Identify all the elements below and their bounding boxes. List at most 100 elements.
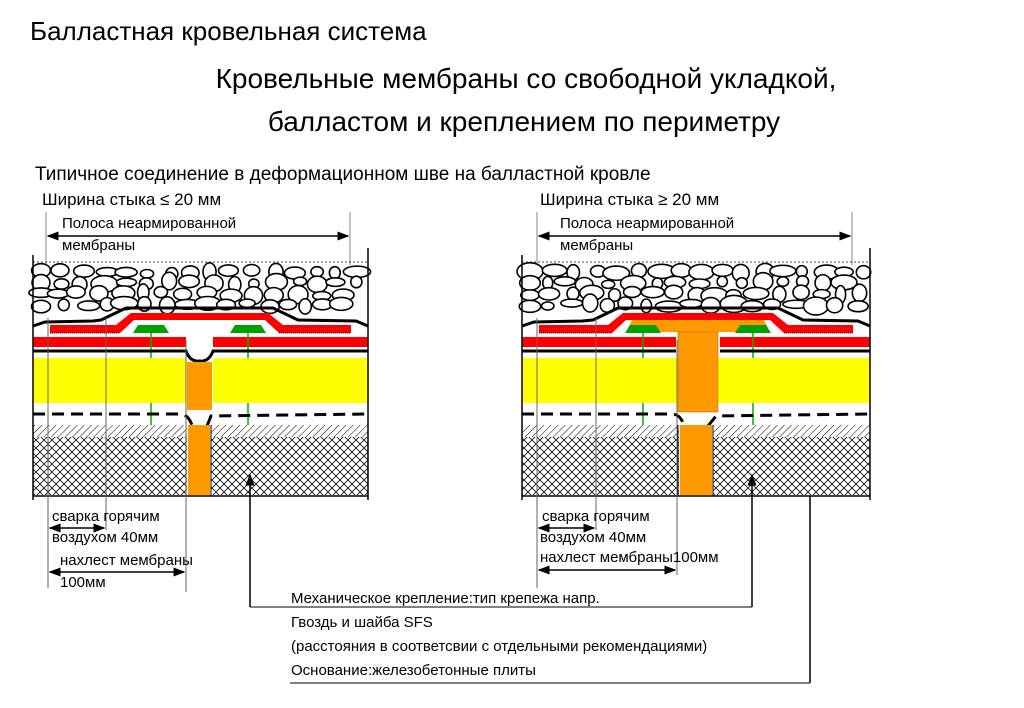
joint-filler-top xyxy=(626,320,770,340)
gravel-stone xyxy=(540,301,555,311)
subtitle-line-2: балластом и креплением по периметру xyxy=(268,106,780,137)
gravel-stone xyxy=(139,268,155,279)
insulation-right xyxy=(213,358,368,403)
gravel-stone xyxy=(769,264,797,278)
right-weld-label-1: сварка горячим xyxy=(542,508,650,525)
gravel-stone xyxy=(581,293,599,313)
joint-filler-upper xyxy=(187,362,212,410)
vapour-barrier xyxy=(33,412,194,426)
right-overlap-label: нахлест мембраны100мм xyxy=(540,549,719,566)
gravel-stone xyxy=(670,262,693,279)
gravel-stone xyxy=(851,283,868,303)
diagram-caption: Типичное соединение в деформационном шве… xyxy=(35,164,651,185)
left-heading: Ширина стыка ≤ 20 мм xyxy=(42,190,221,209)
right-strip-label-2: мембраны xyxy=(560,237,633,254)
fastener-plate xyxy=(625,325,661,333)
fastening-leaders xyxy=(245,473,811,684)
roof-membrane-right xyxy=(720,337,870,347)
gravel-stone xyxy=(566,286,580,301)
protective-layer xyxy=(521,306,871,328)
fastening-note-3: (расстояния в соответсвии с отдельными р… xyxy=(291,638,707,655)
gravel-stone xyxy=(518,299,542,314)
gravel-stone xyxy=(328,265,342,280)
joint-filler-lower xyxy=(188,425,210,495)
gravel-stone xyxy=(53,277,70,290)
gravel-stone xyxy=(325,277,346,288)
subtitle-line-1: Кровельные мембраны со свободной укладко… xyxy=(216,63,837,94)
gravel-stone xyxy=(292,276,308,287)
roof-membrane-left xyxy=(33,337,186,347)
gravel-stone xyxy=(172,287,193,301)
gravel-stone xyxy=(553,276,577,287)
insulation-right xyxy=(718,358,870,403)
gravel-stone xyxy=(160,271,178,291)
vapour-barrier xyxy=(205,412,369,427)
gravel-stone xyxy=(776,276,790,288)
gravel-stone xyxy=(30,299,52,314)
gravel-stone xyxy=(711,263,734,278)
gravel-stone xyxy=(792,284,810,301)
right-strip-label-1: Полоса неармированной xyxy=(560,215,734,232)
left-weld-label-2: воздухом 40мм xyxy=(52,529,158,546)
concrete-slab-left xyxy=(33,437,187,495)
gravel-stone xyxy=(602,265,631,282)
gravel-stone xyxy=(115,277,138,288)
separation-layer xyxy=(33,349,368,363)
left-strip-dimension xyxy=(45,212,351,265)
gravel-stone xyxy=(310,265,325,278)
gravel-stone xyxy=(742,286,770,301)
gravel-stone xyxy=(607,287,622,303)
insulation-left xyxy=(33,358,186,403)
gravel-stone xyxy=(278,298,298,311)
gravel-stone xyxy=(242,263,261,277)
screed-left xyxy=(522,425,679,437)
vapour-barrier xyxy=(522,412,686,426)
page-title: Балластная кровельная система xyxy=(30,16,427,46)
gravel-stone xyxy=(847,299,869,313)
gravel-stone xyxy=(518,274,542,292)
screed-right xyxy=(211,425,368,437)
left-overlap-label-1: нахлест мембраны xyxy=(60,552,193,569)
left-overlap-label-2: 100мм xyxy=(60,574,106,591)
left-strip-label-1: Полоса неармированной xyxy=(62,215,236,232)
gravel-stone xyxy=(688,278,711,290)
insulation-left xyxy=(522,358,678,403)
gravel-stone xyxy=(114,266,138,278)
gravel-stone xyxy=(57,298,71,312)
gravel-stone xyxy=(688,263,715,281)
right-bottom-dimensions xyxy=(536,318,678,588)
gravel-stone xyxy=(802,296,830,316)
gravel-stone xyxy=(663,284,684,300)
protective-layer xyxy=(32,306,369,328)
right-weld-label-2: воздухом 40мм xyxy=(540,529,646,546)
roof-membrane-right xyxy=(213,337,368,347)
unreinforced-membrane-strip xyxy=(50,313,351,333)
left-bottom-dimensions xyxy=(47,318,187,592)
gravel-stone xyxy=(537,286,561,301)
concrete-slab-right xyxy=(211,437,368,495)
gravel-stone xyxy=(600,279,616,290)
screed-left xyxy=(33,425,187,437)
gravel-stone xyxy=(560,298,584,308)
gravel-stone xyxy=(76,300,101,312)
gravel-stone xyxy=(349,275,363,289)
concrete-slab-left xyxy=(522,437,679,495)
gravel-stone xyxy=(153,285,169,299)
gravel-stone xyxy=(217,264,240,278)
right-heading: Ширина стыка ≥ 20 мм xyxy=(540,190,719,209)
gravel-stone xyxy=(640,285,666,299)
fastener-plate xyxy=(133,325,169,333)
gravel-stone xyxy=(541,263,568,278)
gravel-stone xyxy=(178,274,201,289)
gravel-stone xyxy=(814,273,832,292)
gravel-stone xyxy=(306,275,328,294)
gravel-stone xyxy=(640,298,653,314)
left-joint-detail xyxy=(28,248,372,500)
fastener-plate xyxy=(735,325,771,333)
gravel-stone xyxy=(72,264,96,278)
gravel-stone xyxy=(328,296,354,312)
gravel-stone xyxy=(89,284,109,302)
joint-filler-upper xyxy=(677,331,719,413)
gravel-stone xyxy=(50,262,70,278)
